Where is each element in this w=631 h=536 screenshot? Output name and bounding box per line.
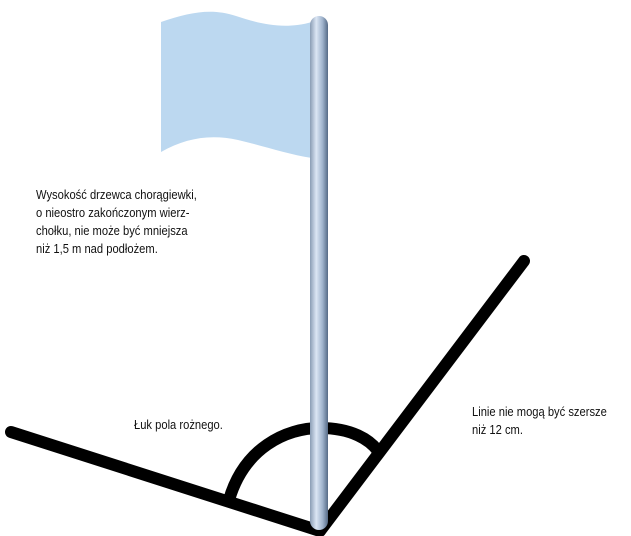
line-width-note-line: Linie nie mogą być szersze bbox=[472, 404, 607, 419]
flagpole-height-note-line: Wysokość drzewca chorągiewki, bbox=[36, 187, 197, 202]
flagpole-height-note: Wysokość drzewca chorągiewki, o nieostro… bbox=[36, 186, 197, 258]
flagpole-height-note-line: o nieostro zakończonym wierz- bbox=[36, 205, 190, 220]
line-width-note-line: niż 12 cm. bbox=[472, 422, 523, 437]
goal-line bbox=[5, 426, 326, 536]
flagpole bbox=[310, 16, 328, 530]
flagpole-height-note-line: chołku, nie może być mniejsza bbox=[36, 223, 188, 238]
corner-arc-note-line: Łuk pola rożnego. bbox=[134, 417, 223, 432]
touch-line bbox=[314, 255, 530, 536]
corner-arc-note: Łuk pola rożnego. bbox=[134, 416, 223, 434]
line-width-note: Linie nie mogą być szersze niż 12 cm. bbox=[472, 403, 607, 439]
flag-cloth bbox=[161, 11, 312, 159]
flagpole-height-note-line: niż 1,5 m nad podłożem. bbox=[36, 241, 158, 256]
